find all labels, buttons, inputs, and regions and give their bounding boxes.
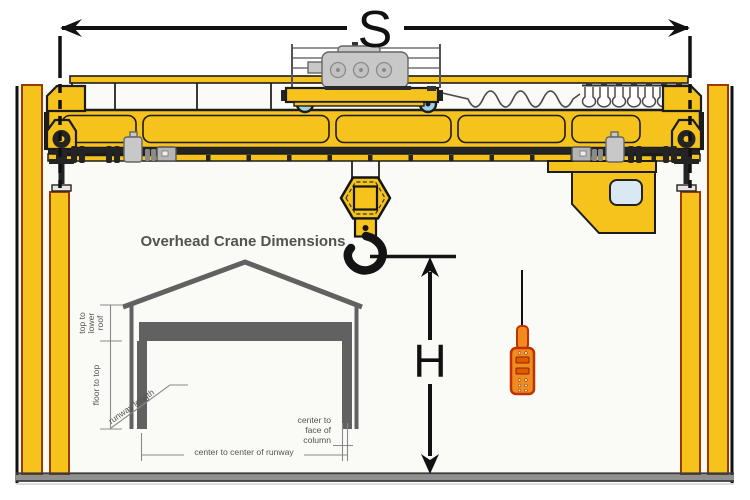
span-arrow-left-icon <box>60 19 82 37</box>
pendant-control <box>509 270 536 396</box>
inset-column-right <box>342 341 352 429</box>
inset-title: Overhead Crane Dimensions <box>140 233 345 250</box>
festoon-arm <box>427 86 436 91</box>
inset-diagram: Overhead Crane Dimensions top to lower r… <box>77 233 363 461</box>
festoon-hangers <box>586 82 682 87</box>
wall-column-left <box>21 84 43 476</box>
label-center-to-face: column <box>303 435 331 445</box>
height-label: H <box>413 335 446 387</box>
trolley-frame <box>284 86 440 104</box>
inset-roof <box>122 259 363 310</box>
operator-cab <box>547 160 657 234</box>
label-top-to-lower-roof: lower <box>86 313 96 334</box>
inset-column-left <box>137 341 147 429</box>
building <box>15 84 734 485</box>
shaft-coupling <box>71 146 120 163</box>
label-center-to-face: center to <box>298 415 332 425</box>
span-dimension: S <box>58 1 692 188</box>
inset-dim-left: top to lower roof floor to top <box>77 304 122 430</box>
height-arrow-up-icon <box>421 257 439 277</box>
shank-pin <box>362 225 369 231</box>
block-center-plate <box>352 185 379 211</box>
cab-window <box>609 179 643 206</box>
pendant-neck <box>516 325 529 350</box>
label-center-to-face: face of <box>305 425 331 435</box>
trolley-frame-lip <box>293 101 425 107</box>
span-label: S <box>358 1 393 59</box>
hook-block <box>339 161 392 275</box>
wall-column-right <box>707 84 729 476</box>
label-floor-to-top: floor to top <box>91 364 101 405</box>
festoon-wave <box>437 90 581 108</box>
pendant-buttons <box>515 351 530 393</box>
hoist-gearbox <box>307 42 411 90</box>
gearbox-cap <box>129 131 138 138</box>
inset-runway-beam <box>139 322 352 341</box>
travel-gearbox <box>123 136 143 163</box>
girder-rail-strip <box>47 153 701 162</box>
label-top-to-lower-roof: roof <box>95 315 105 330</box>
end-bracket <box>45 84 87 113</box>
height-arrow-down-icon <box>421 454 439 474</box>
label-center-to-center: center to center of runway <box>194 447 294 457</box>
motor-label <box>161 150 169 157</box>
floor <box>16 472 734 485</box>
crane-hook <box>343 231 387 275</box>
label-top-to-lower-roof: top to <box>77 312 87 334</box>
inset-dim-center-center: center to center of runway <box>140 433 348 461</box>
runway-column-left <box>49 191 70 475</box>
motor-coupling <box>145 149 156 161</box>
girder-bottom-flange <box>48 147 700 154</box>
runway-column-right <box>680 191 701 475</box>
trolley-hoist <box>281 42 443 114</box>
trolley-buffer <box>281 90 288 101</box>
span-arrow-right-icon <box>668 19 690 37</box>
height-dimension: H <box>370 254 456 474</box>
trolley-buffer <box>436 90 443 101</box>
bridge-girder <box>46 108 702 162</box>
